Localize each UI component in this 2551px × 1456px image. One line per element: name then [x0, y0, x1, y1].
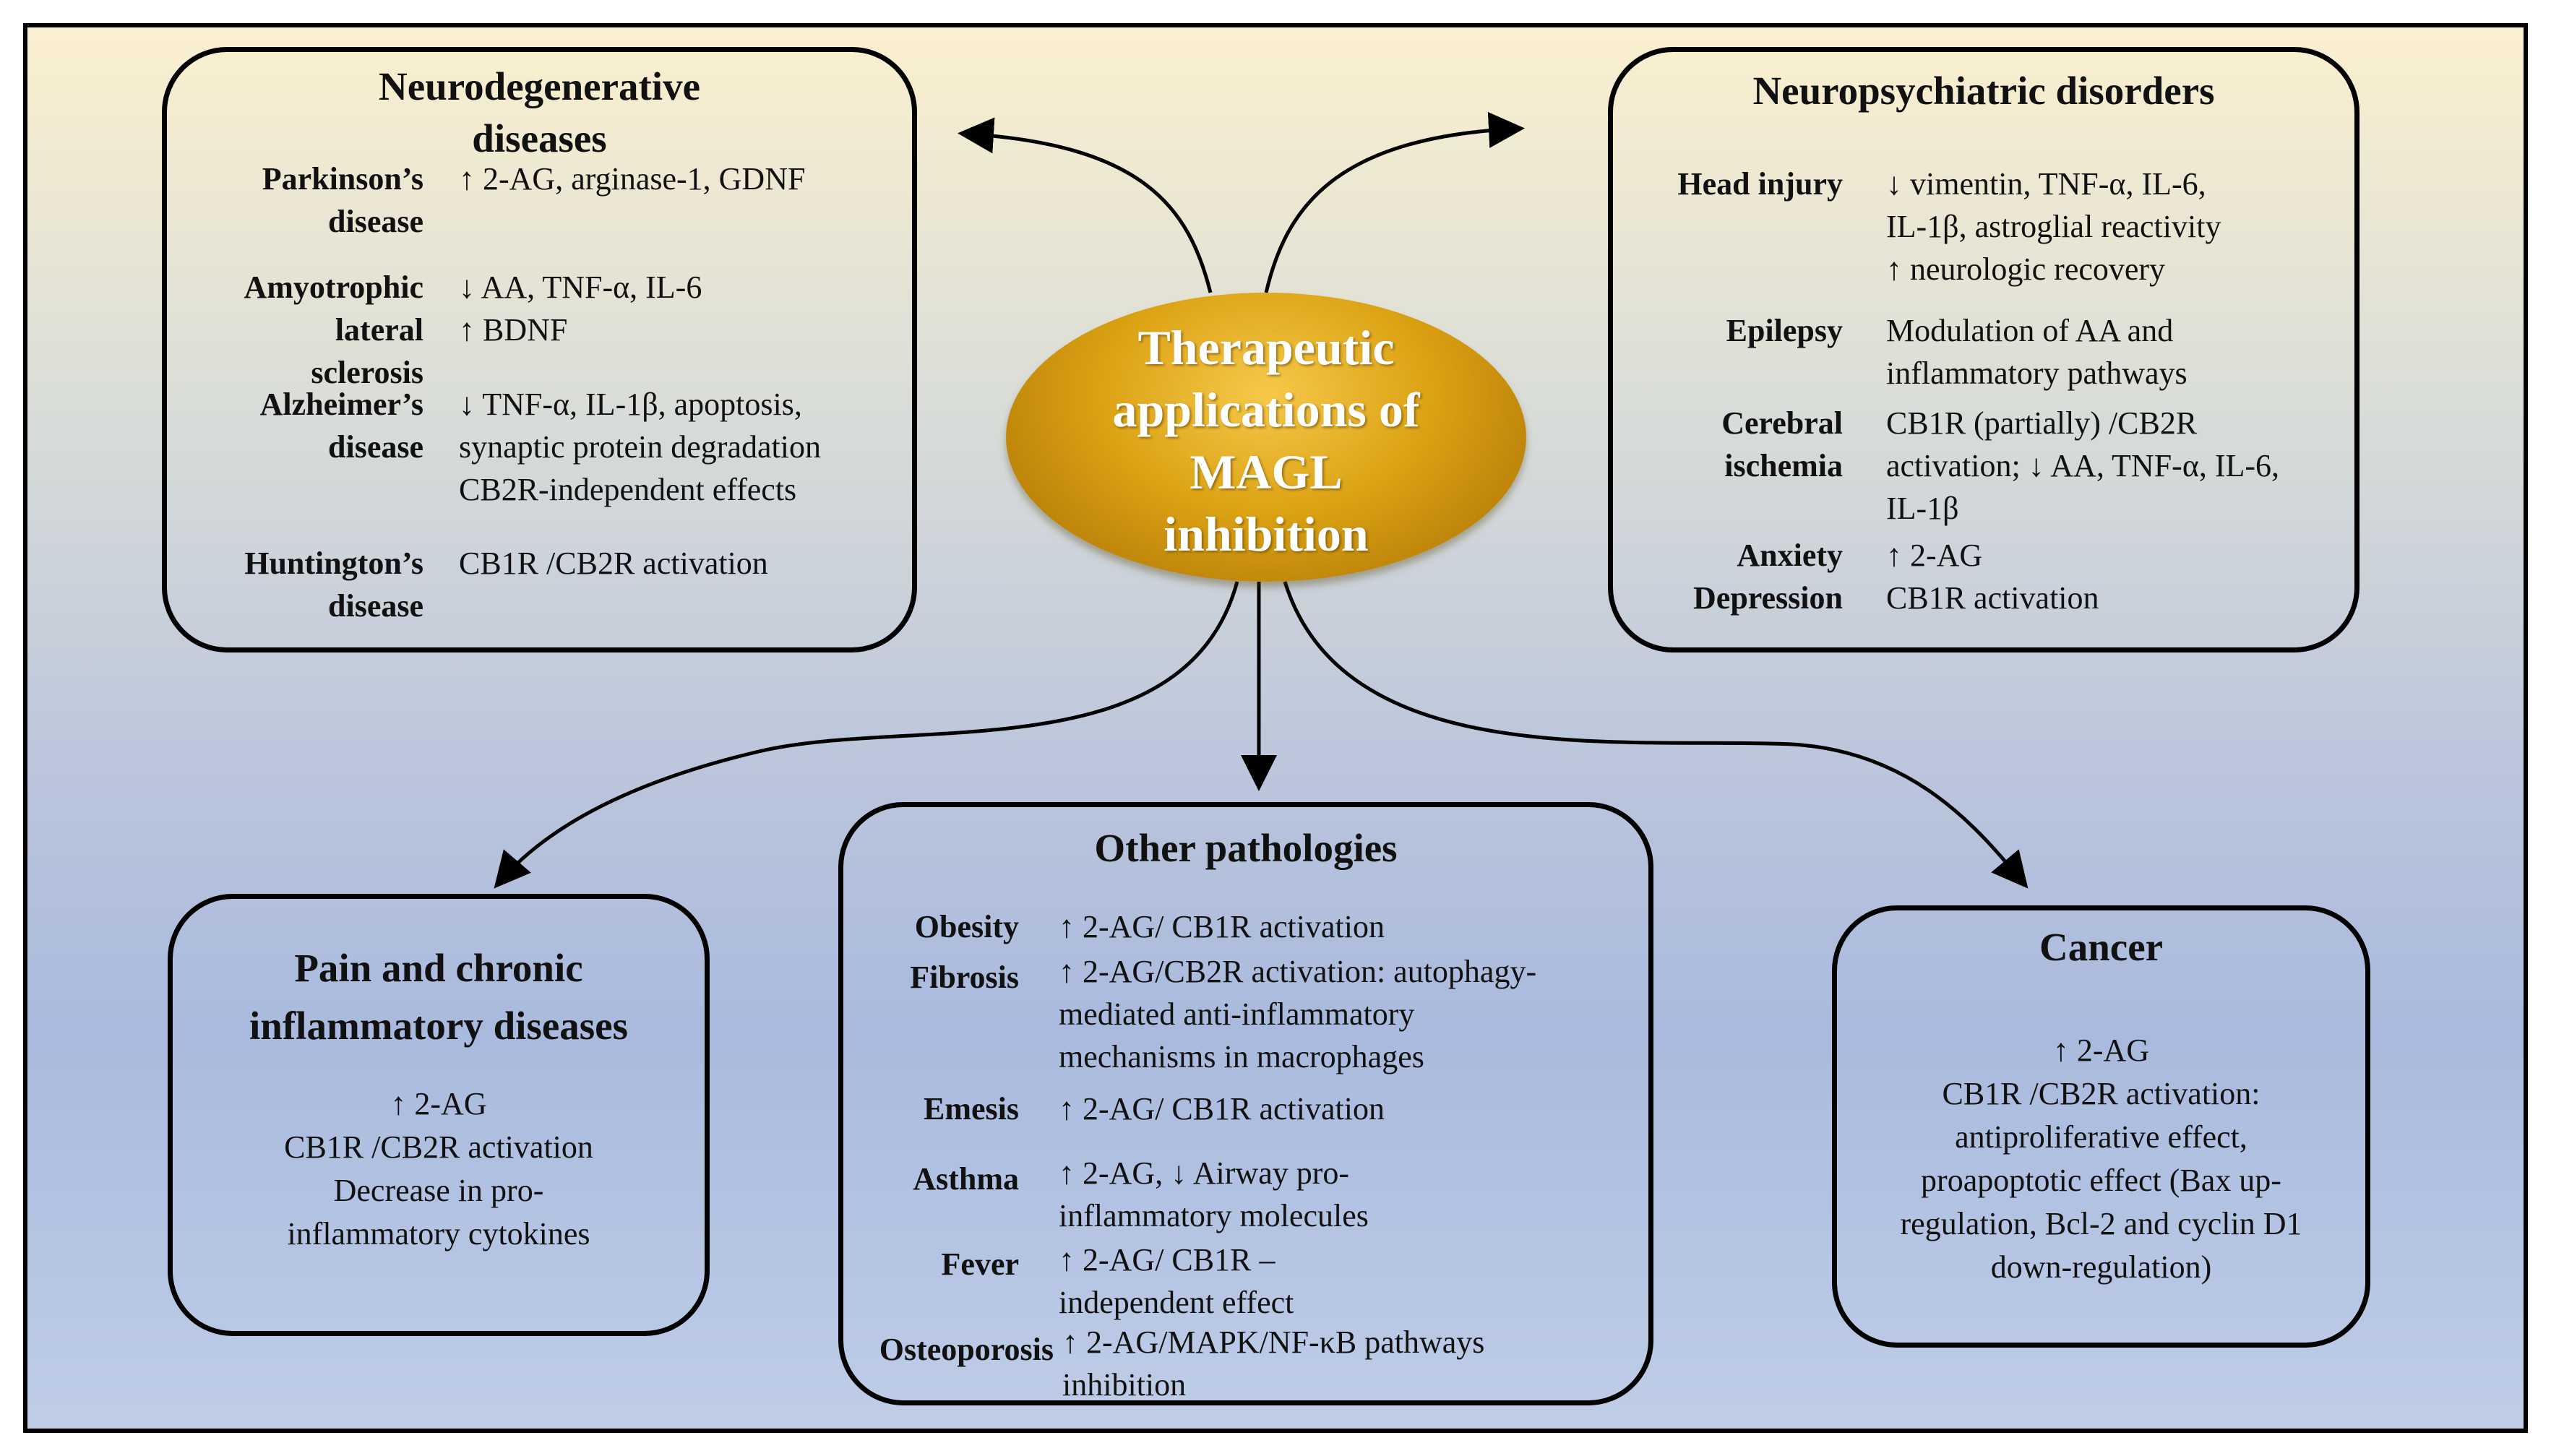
arrow-to-neurodegenerative — [958, 117, 1213, 293]
osteoporosis-label: Osteoporosis — [879, 1332, 1054, 1367]
cancer-title: Cancer — [2039, 925, 2164, 969]
anxiety-depression-desc: ↑ 2-AG CB1R activation — [1886, 538, 2099, 616]
obesity-desc: ↑ 2-AG/ CB1R activation — [1059, 909, 1385, 944]
hub-ellipse — [1006, 293, 1526, 582]
osteoporosis-desc: ↑ 2-AG/MAPK/NF-κB pathways inhibition — [1062, 1324, 1485, 1403]
parkinsons-desc: ↑ 2-AG, arginase-1, GDNF — [459, 161, 806, 197]
als-desc: ↓ AA, TNF-α, IL-6 ↑ BDNF — [459, 270, 702, 348]
arrow-to-cancer — [1283, 581, 2029, 889]
asthma-desc: ↑ 2-AG, ↓ Airway pro- inflammatory molec… — [1059, 1155, 1369, 1233]
emesis-desc: ↑ 2-AG/ CB1R activation — [1059, 1091, 1385, 1127]
asthma-label: Asthma — [913, 1161, 1019, 1197]
cerebral-ischemia-desc: CB1R (partially) /CB2R activation; ↓ AA,… — [1886, 405, 2280, 526]
emesis-label: Emesis — [924, 1091, 1019, 1127]
pain-title: Pain and chronic inflammatory diseases — [249, 946, 628, 1048]
alzheimers-label: Alzheimer’s disease — [259, 387, 423, 465]
neuropsychiatric-box — [1608, 47, 2359, 652]
neurodegenerative-box — [162, 47, 917, 652]
other-pathologies-box — [838, 802, 1653, 1405]
parkinsons-label: Parkinson’s disease — [262, 161, 423, 239]
fibrosis-label: Fibrosis — [910, 960, 1019, 995]
obesity-label: Obesity — [914, 909, 1019, 944]
als-label: Amyotrophic lateral sclerosis — [244, 270, 423, 390]
head-injury-desc: ↓ vimentin, TNF-α, IL-6, IL-1β, astrogli… — [1886, 166, 2221, 287]
epilepsy-label: Epilepsy — [1726, 313, 1843, 348]
cancer-body: ↑ 2-AG CB1R /CB2R activation: antiprolif… — [1900, 1033, 2302, 1285]
head-injury-label: Head injury — [1677, 166, 1843, 202]
cancer-box — [1832, 905, 2370, 1348]
pain-box — [168, 894, 710, 1336]
neuropsychiatric-title: Neuropsychiatric disorders — [1752, 69, 2215, 113]
anxiety-depression-label: Anxiety Depression — [1693, 538, 1843, 616]
pain-body: ↑ 2-AG CB1R /CB2R activation Decrease in… — [284, 1086, 593, 1252]
fever-desc: ↑ 2-AG/ CB1R – independent effect — [1059, 1242, 1294, 1320]
alzheimers-desc: ↓ TNF-α, IL-1β, apoptosis, synaptic prot… — [459, 387, 821, 507]
neurodegenerative-title: Neurodegenerative diseases — [379, 64, 700, 160]
huntingtons-label: Huntington’s disease — [244, 546, 423, 624]
arrow-to-pain — [494, 581, 1239, 889]
fibrosis-desc: ↑ 2-AG/CB2R activation: autophagy- media… — [1059, 954, 1537, 1074]
epilepsy-desc: Modulation of AA and inflammatory pathwa… — [1886, 313, 2188, 391]
arrow-to-neuropsychiatric — [1264, 111, 1525, 293]
huntingtons-desc: CB1R /CB2R activation — [459, 546, 768, 581]
fever-label: Fever — [941, 1246, 1019, 1282]
other-pathologies-title: Other pathologies — [1094, 826, 1398, 870]
cerebral-ischemia-label: Cerebral ischemia — [1721, 405, 1843, 483]
hub-title: Therapeutic applications of MAGL inhibit… — [1112, 320, 1420, 561]
